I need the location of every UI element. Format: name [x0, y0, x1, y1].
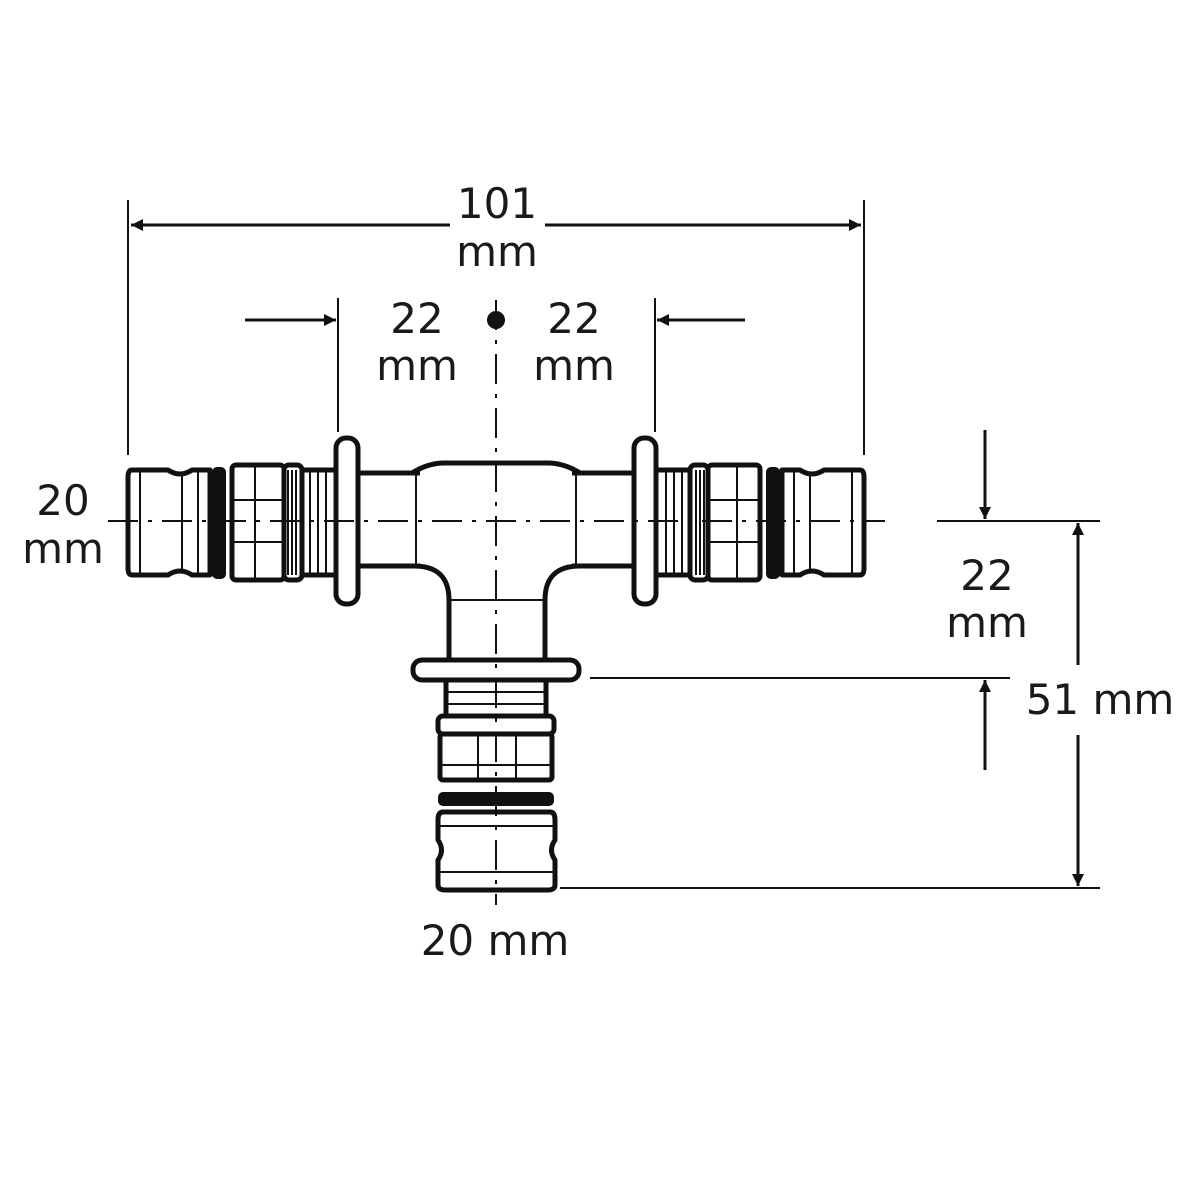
- dimension-branch: [560, 430, 1100, 889]
- left-insertion-unit: mm: [376, 341, 458, 390]
- dimension-insertion: [245, 298, 745, 432]
- branch-diameter-label: 20 mm: [421, 916, 570, 965]
- branch-height-label: 51 mm: [1026, 675, 1175, 724]
- overall-length-value: 101: [457, 179, 537, 228]
- branch-offset-unit: mm: [946, 598, 1028, 647]
- left-diameter-unit: mm: [22, 524, 104, 573]
- dimension-overall: [127, 200, 865, 455]
- right-insertion-value: 22: [547, 294, 600, 343]
- center-point: [487, 311, 505, 329]
- left-diameter-value: 20: [36, 476, 89, 525]
- branch-offset-value: 22: [960, 551, 1013, 600]
- left-insertion-value: 22: [390, 294, 443, 343]
- right-insertion-unit: mm: [533, 341, 615, 390]
- overall-length-unit: mm: [456, 227, 538, 276]
